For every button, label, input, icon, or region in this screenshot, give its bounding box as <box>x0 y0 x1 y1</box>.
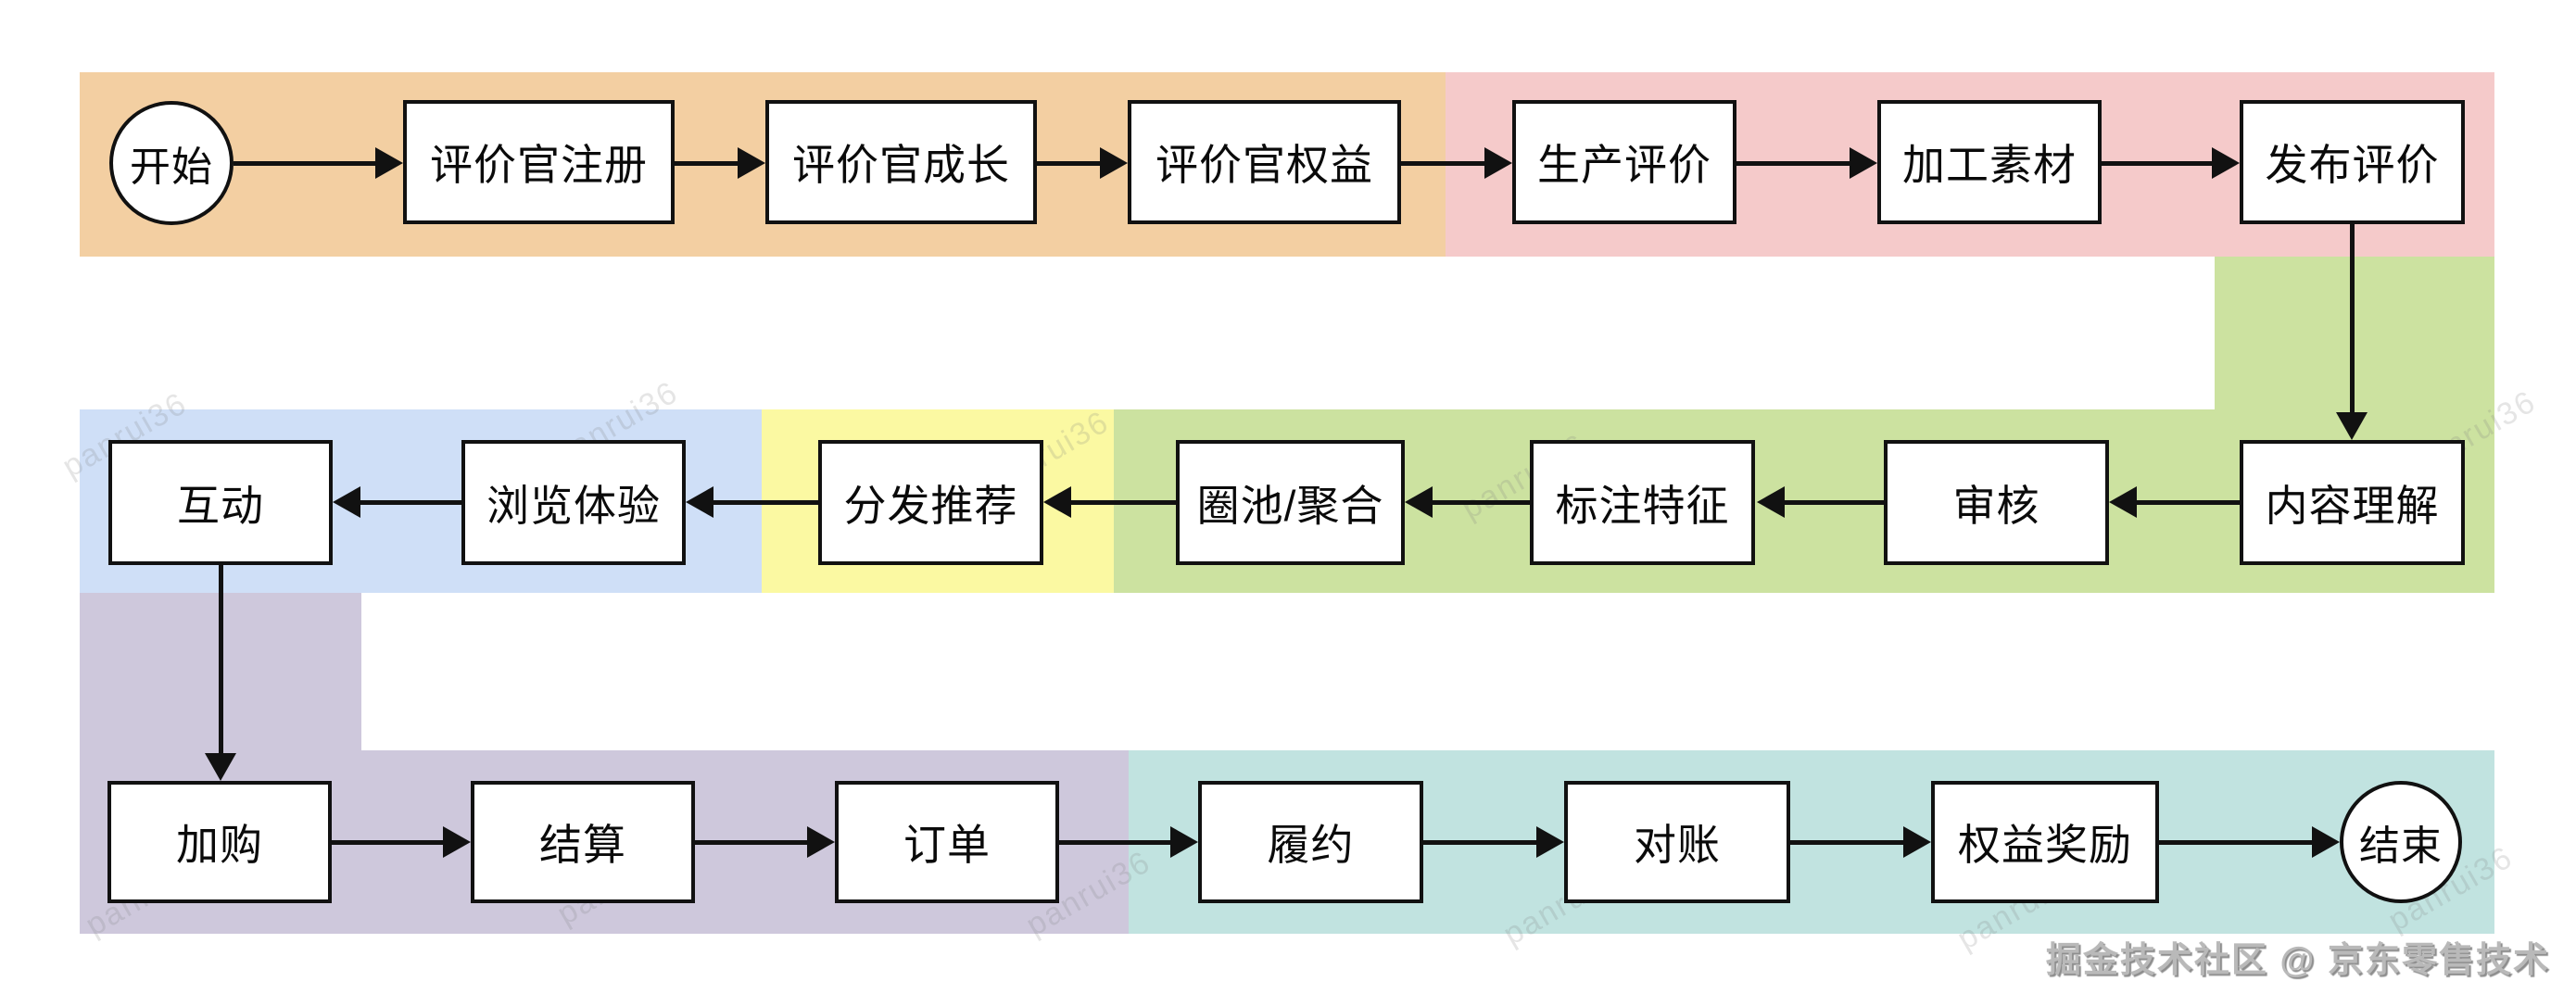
flow-arrowhead <box>2212 147 2240 179</box>
flow-arrow-line <box>675 160 741 166</box>
node-label-benefit-reward: 权益奖励 <box>1958 821 2132 869</box>
node-pool-aggregation: 圈池/聚合 <box>1176 440 1405 565</box>
flow-arrow-line <box>1781 499 1884 505</box>
node-reviewer-growth: 评价官成长 <box>765 100 1037 224</box>
node-label-pool-aggregation: 圈池/聚合 <box>1196 481 1384 530</box>
node-feature-tagging: 标注特征 <box>1530 440 1755 565</box>
node-label-produce-review: 生产评价 <box>1537 141 1711 189</box>
node-start: 开始 <box>109 101 234 225</box>
node-audit: 审核 <box>1884 440 2109 565</box>
flow-arrowhead <box>1405 486 1433 518</box>
node-publish-review: 发布评价 <box>2240 100 2465 224</box>
flow-arrow-line <box>710 499 818 505</box>
node-end: 结束 <box>2340 781 2462 903</box>
flow-arrow-line <box>1790 839 1907 845</box>
node-label-audit: 审核 <box>1952 481 2040 530</box>
flow-arrow-line <box>1067 499 1176 505</box>
node-label-start: 开始 <box>130 145 213 190</box>
flow-arrowhead <box>2109 486 2137 518</box>
flow-arrowhead <box>1850 147 1877 179</box>
credit-text: 掘金技术社区 @ 京东零售技术 <box>2045 941 2550 980</box>
flow-arrowhead <box>1100 147 1128 179</box>
flow-arrow-line <box>234 160 379 166</box>
node-label-content-understanding: 内容理解 <box>2265 481 2440 530</box>
flow-arrow-line <box>1401 160 1488 166</box>
node-fulfillment: 履约 <box>1198 781 1423 903</box>
flow-arrowhead <box>686 486 713 518</box>
node-process-material: 加工素材 <box>1877 100 2102 224</box>
flow-arrow-line <box>1059 839 1174 845</box>
flow-arrow-line <box>2102 160 2216 166</box>
flow-arrowhead <box>375 147 403 179</box>
flow-arrowhead <box>1043 486 1071 518</box>
node-order: 订单 <box>835 781 1059 903</box>
node-add-to-cart: 加购 <box>107 781 332 903</box>
node-content-understanding: 内容理解 <box>2240 440 2465 565</box>
node-interaction: 互动 <box>108 440 333 565</box>
node-reviewer-registration: 评价官注册 <box>403 100 675 224</box>
flow-arrow-line <box>2133 499 2240 505</box>
flow-arrowhead <box>333 486 360 518</box>
node-label-reviewer-benefits: 评价官权益 <box>1155 141 1373 189</box>
node-label-publish-review: 发布评价 <box>2265 141 2440 189</box>
node-label-distribution-recommendation: 分发推荐 <box>843 481 1018 530</box>
flow-arrow-line <box>2349 224 2355 416</box>
flow-arrowhead <box>1484 147 1512 179</box>
node-label-browsing-experience: 浏览体验 <box>486 481 661 530</box>
node-label-end: 结束 <box>2359 824 2443 869</box>
node-label-reviewer-registration: 评价官注册 <box>430 141 648 189</box>
flow-arrow-line <box>695 839 811 845</box>
flow-arrow-line <box>1736 160 1853 166</box>
flow-arrow-line <box>357 499 461 505</box>
flow-arrowhead <box>1170 826 1198 858</box>
flow-arrow-line <box>332 839 447 845</box>
flow-arrowhead <box>205 753 236 781</box>
node-label-interaction: 互动 <box>177 481 264 530</box>
node-label-feature-tagging: 标注特征 <box>1555 481 1730 530</box>
node-produce-review: 生产评价 <box>1512 100 1736 224</box>
flow-arrowhead <box>2312 826 2340 858</box>
node-label-fulfillment: 履约 <box>1267 821 1355 869</box>
flow-arrowhead <box>738 147 765 179</box>
node-reviewer-benefits: 评价官权益 <box>1128 100 1401 224</box>
flow-arrow-line <box>218 565 223 757</box>
node-reconciliation: 对账 <box>1564 781 1790 903</box>
flow-arrow-line <box>1423 839 1540 845</box>
node-label-settlement: 结算 <box>539 821 626 869</box>
node-label-order: 订单 <box>903 821 991 869</box>
node-label-add-to-cart: 加购 <box>176 821 263 869</box>
node-label-process-material: 加工素材 <box>1902 141 2077 189</box>
flow-arrowhead <box>1536 826 1564 858</box>
flow-arrow-line <box>1429 499 1530 505</box>
flow-arrowhead <box>1903 826 1931 858</box>
node-benefit-reward: 权益奖励 <box>1931 781 2159 903</box>
node-browsing-experience: 浏览体验 <box>461 440 686 565</box>
node-label-reviewer-growth: 评价官成长 <box>792 141 1010 189</box>
flow-arrowhead <box>807 826 835 858</box>
region-content-connector <box>2215 257 2494 410</box>
flow-arrowhead <box>443 826 471 858</box>
node-distribution-recommendation: 分发推荐 <box>818 440 1043 565</box>
flow-arrow-line <box>2159 839 2316 845</box>
node-label-reconciliation: 对账 <box>1634 821 1721 869</box>
node-settlement: 结算 <box>471 781 695 903</box>
flow-arrowhead <box>1757 486 1785 518</box>
flow-arrowhead <box>2336 412 2368 440</box>
flow-arrow-line <box>1037 160 1104 166</box>
